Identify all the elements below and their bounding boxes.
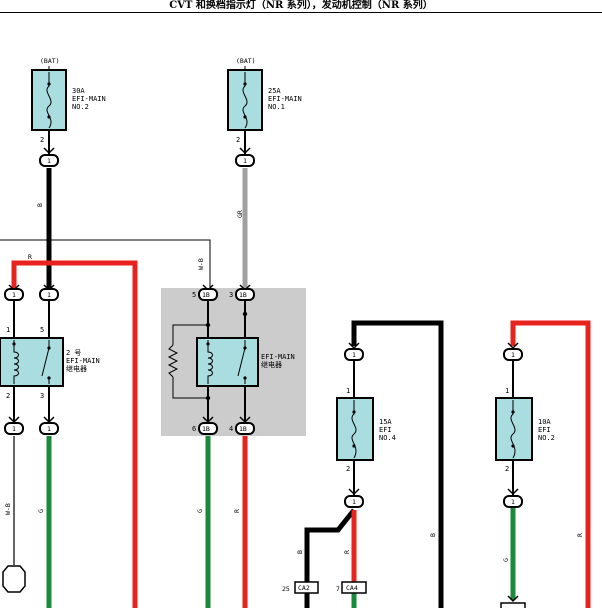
wire-label-g2: G — [196, 509, 204, 513]
relay1-conn-label-2: 1 — [47, 291, 51, 299]
fuse1-source: (BAT) — [40, 57, 60, 65]
relay2-name1: EFI-MAIN — [261, 353, 295, 361]
relay2-conn-label-2: 1B — [239, 291, 247, 299]
wire-label-r4: R — [576, 533, 584, 537]
fuse4-conn-bottom-label: 1 — [511, 498, 515, 506]
relay1-pin-1: 1 — [6, 326, 10, 334]
wire-label-b2: B — [296, 550, 304, 554]
relay1-conn-label-4: 1 — [47, 425, 51, 433]
fuse4-pin-top: 1 — [505, 387, 509, 395]
connector-ca4 — [341, 581, 367, 594]
wire-label-wb1: W-B — [197, 258, 205, 270]
fuse2-source: (BAT) — [236, 57, 256, 65]
relay2-conn-label-3: 1B — [202, 425, 210, 433]
fuse1-name: EFI-MAIN — [72, 95, 106, 103]
diagram-title: CVT 和换档指示灯（NR 系列），发动机控制（NR 系列） — [169, 0, 433, 11]
fuse2-conn-label: 1 — [243, 157, 247, 165]
fuse1-conn — [39, 154, 59, 167]
fuse4-lower-arrow — [507, 595, 519, 603]
relay2-pin-3: 3 — [229, 291, 233, 299]
wire-label-r1: R — [28, 253, 32, 261]
fuse1-rating: 30A — [72, 87, 85, 95]
fuse3-symbol — [351, 400, 357, 459]
relay1-pin-3: 3 — [40, 392, 44, 400]
fuse2-name: EFI-MAIN — [268, 95, 302, 103]
fuse4-lower-component — [500, 602, 526, 608]
ground-symbol — [2, 565, 26, 593]
fuse3-pin-bottom: 2 — [346, 465, 350, 473]
relay2-name2: 继电器 — [261, 360, 282, 369]
fuse1-name2: NO.2 — [72, 103, 89, 111]
fuse1-pin: 2 — [40, 136, 44, 144]
fuse3-conn-bottom — [344, 495, 364, 508]
relay2-pin-4: 4 — [229, 425, 233, 433]
fuse3-pin-top: 1 — [346, 387, 350, 395]
connector-ca2 — [294, 581, 319, 594]
relay2-resistor — [167, 344, 179, 378]
relay1-conn-bottom-left — [4, 422, 24, 435]
relay1-name1: 2 号 — [66, 349, 81, 357]
connector-ca4-id: CA4 — [346, 584, 358, 592]
fuse2-pin: 2 — [236, 136, 240, 144]
wire-label-r3: R — [343, 550, 351, 554]
wire-red-top-loop — [11, 260, 138, 608]
fuse4-name2: NO.2 — [538, 434, 555, 442]
wire-label-wb2: W-B — [4, 503, 12, 515]
relay2-pin-5: 5 — [192, 291, 196, 299]
relay1-pin-2: 2 — [6, 392, 10, 400]
wire-label-g1: G — [37, 509, 45, 513]
connector-ca4-pin: 7 — [336, 585, 340, 593]
fuse4-rating: 10A — [538, 418, 551, 426]
fuse3-body — [336, 397, 374, 461]
relay2-coil — [207, 340, 213, 384]
relay1-pin-5: 5 — [40, 326, 44, 334]
connector-ca2-id: CA2 — [298, 584, 310, 592]
wire-label-gr: GR — [236, 210, 244, 218]
wire-thin-cross — [0, 239, 211, 288]
fuse4-pin-bottom: 2 — [505, 465, 509, 473]
wire-label-b1: B — [36, 203, 44, 207]
fuse2-symbol — [242, 72, 248, 129]
connector-ca2-pin: 25 — [282, 585, 290, 593]
wire-label-g3: G — [502, 558, 510, 562]
relay2-resistor-loop — [172, 324, 208, 399]
relay1-name2: EFI-MAIN — [66, 357, 100, 365]
relay2-body — [196, 337, 259, 387]
fuse3-rating: 15A — [379, 418, 392, 426]
fuse2-name2: NO.1 — [268, 103, 285, 111]
fuse2-rating: 25A — [268, 87, 281, 95]
wire-label-b3: B — [429, 533, 437, 537]
relay1-conn-bottom-right — [39, 422, 59, 435]
relay1-body — [0, 337, 64, 387]
fuse3-name: EFI — [379, 426, 392, 434]
relay2-conn-bottom-right — [235, 422, 255, 435]
fuse4-symbol — [510, 400, 516, 459]
fuse3-name2: NO.4 — [379, 434, 396, 442]
title-rule — [0, 12, 602, 13]
wire-red-loop — [510, 320, 591, 608]
relay2-conn-bottom-left — [198, 422, 218, 435]
relay1-name3: 继电器 — [66, 364, 87, 373]
fuse4-body — [495, 397, 533, 461]
fuse4-name: EFI — [538, 426, 551, 434]
wire-label-r2: R — [233, 509, 241, 513]
wire-black-loop — [351, 320, 444, 608]
wire-black-branch — [304, 508, 356, 585]
fuse4-conn-bottom — [503, 495, 523, 508]
fuse4-conn-top-label: 1 — [511, 351, 515, 359]
fuse3-conn-top-label: 1 — [352, 351, 356, 359]
relay2-conn-label-1: 1B — [202, 291, 210, 299]
relay2-pin-6: 6 — [192, 425, 196, 433]
fuse1-conn-label: 1 — [47, 157, 51, 165]
fuse2-conn — [235, 154, 255, 167]
fuse3-conn-bottom-label: 1 — [352, 498, 356, 506]
relay1-conn-label-1: 1 — [12, 291, 16, 299]
relay1-conn-label-3: 1 — [12, 425, 16, 433]
relay2-conn-label-4: 1B — [239, 425, 247, 433]
fuse1-symbol — [46, 72, 52, 129]
relay1-coil — [13, 340, 19, 384]
